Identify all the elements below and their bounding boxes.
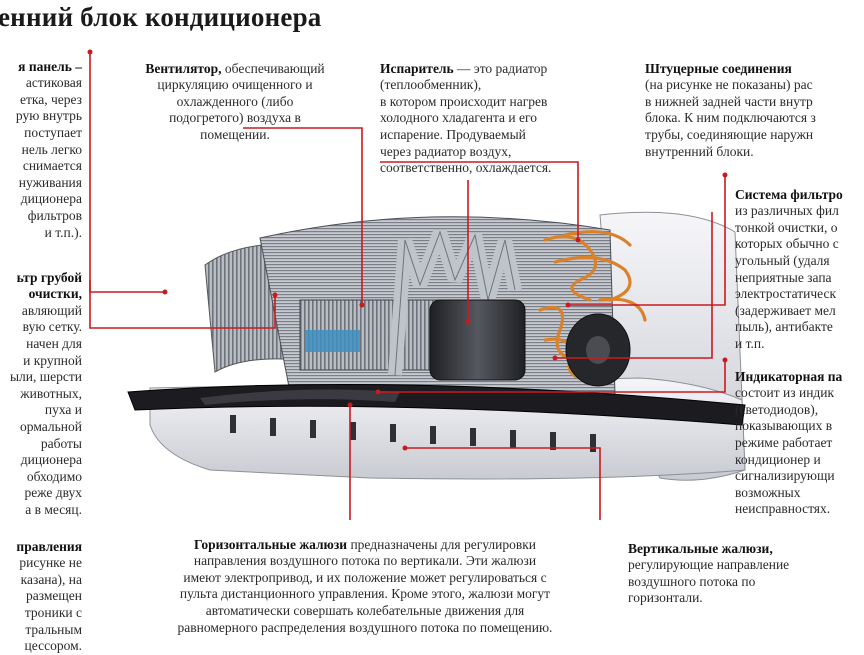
callout-evaporator-text: — это радиатор (теплообменник), в которо…: [380, 60, 552, 176]
callout-fittings-heading: Штуцерные соединения: [645, 60, 792, 76]
vertical-louvers: [230, 415, 596, 452]
callout-fan-text: обеспечивающий циркуляцию очищенного и о…: [157, 60, 325, 142]
callout-horizontal-louvers-text: предназначены для регулировки направлени…: [177, 536, 553, 635]
callout-coarse-filter-heading: ьтр грубой очистки,: [16, 269, 82, 302]
callout-fan-heading: Вентилятор,: [145, 60, 222, 76]
callout-coarse-filter: ьтр грубой очистки, авляющий вую сетку. …: [0, 253, 82, 519]
callout-vertical-louvers: Вертикальные жалюзи, регулирующие направ…: [628, 524, 858, 607]
callout-evaporator-heading: Испаритель: [380, 60, 454, 76]
callout-vertical-louvers-text: регулирующие направление воздушного пото…: [628, 557, 790, 606]
callout-coarse-filter-text: авляющий вую сетку. начен для и крупной …: [9, 302, 82, 517]
callout-horizontal-louvers: Горизонтальные жалюзи предназначены для …: [120, 520, 610, 636]
leader-lines: [87, 49, 728, 520]
callout-fan: Вентилятор, обеспечивающий циркуляцию оч…: [110, 44, 360, 144]
callout-evaporator: Испаритель — это радиатор (теплообменник…: [380, 44, 630, 177]
callout-fittings-text: (на рисунке не показаны) рас в нижней за…: [645, 77, 816, 159]
page-title: енний блок кондиционера: [0, 2, 322, 32]
coarse-filter-blue: [305, 330, 360, 352]
callout-filters-text: из различных фил тонкой очистки, о котор…: [735, 203, 839, 351]
callout-front-panel: я панель – астиковая етка, через рую вну…: [0, 42, 82, 241]
callout-fittings: Штуцерные соединения (на рисунке не пока…: [645, 44, 864, 160]
indicator-panel-window: [200, 389, 400, 405]
callout-filters-heading: Система фильтро: [735, 186, 843, 202]
callout-front-panel-text: астиковая етка, через рую внутрь поступа…: [15, 75, 82, 240]
callout-front-panel-heading: я панель –: [18, 58, 82, 74]
callout-control-board: правления рисунке не казана), на размеще…: [0, 522, 82, 655]
callout-indicator-panel-text: состоит из индик (светодиодов), показыва…: [735, 385, 835, 517]
callout-control-board-heading: правления: [16, 538, 82, 554]
callout-control-board-text: рисунке не казана), на размещен троники …: [19, 555, 82, 654]
callout-filters: Система фильтро из различных фил тонкой …: [735, 170, 864, 353]
callout-indicator-panel-heading: Индикаторная па: [735, 368, 843, 384]
callout-horizontal-louvers-heading: Горизонтальные жалюзи: [193, 536, 348, 552]
callout-vertical-louvers-heading: Вертикальные жалюзи,: [628, 540, 773, 556]
callout-indicator-panel: Индикаторная па состоит из индик (светод…: [735, 352, 864, 518]
fan-drum: [429, 299, 526, 381]
